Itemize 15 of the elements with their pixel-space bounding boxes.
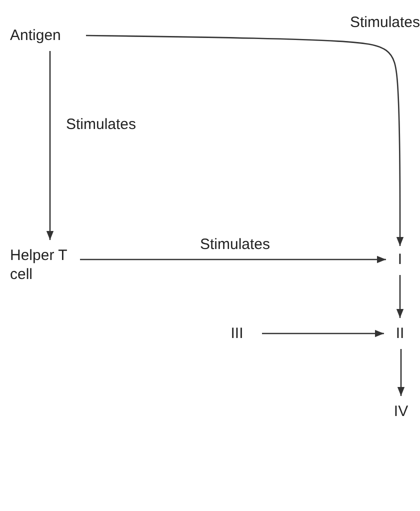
node-label: IV bbox=[386, 402, 416, 421]
node-label: Helper T cell bbox=[10, 246, 70, 284]
node-label: I bbox=[390, 250, 410, 269]
edge-label: Stimulates bbox=[200, 236, 270, 252]
node-label: Antigen bbox=[10, 26, 80, 45]
edge-label: Stimulates bbox=[350, 14, 420, 30]
arrow bbox=[396, 275, 404, 318]
arrow bbox=[80, 256, 386, 264]
arrow bbox=[46, 51, 54, 240]
node-label: III bbox=[222, 324, 252, 343]
node-label: II bbox=[388, 324, 412, 343]
arrow bbox=[86, 34, 404, 246]
arrow bbox=[262, 330, 384, 338]
edge-label: Stimulates bbox=[66, 116, 136, 132]
arrow bbox=[397, 349, 405, 396]
